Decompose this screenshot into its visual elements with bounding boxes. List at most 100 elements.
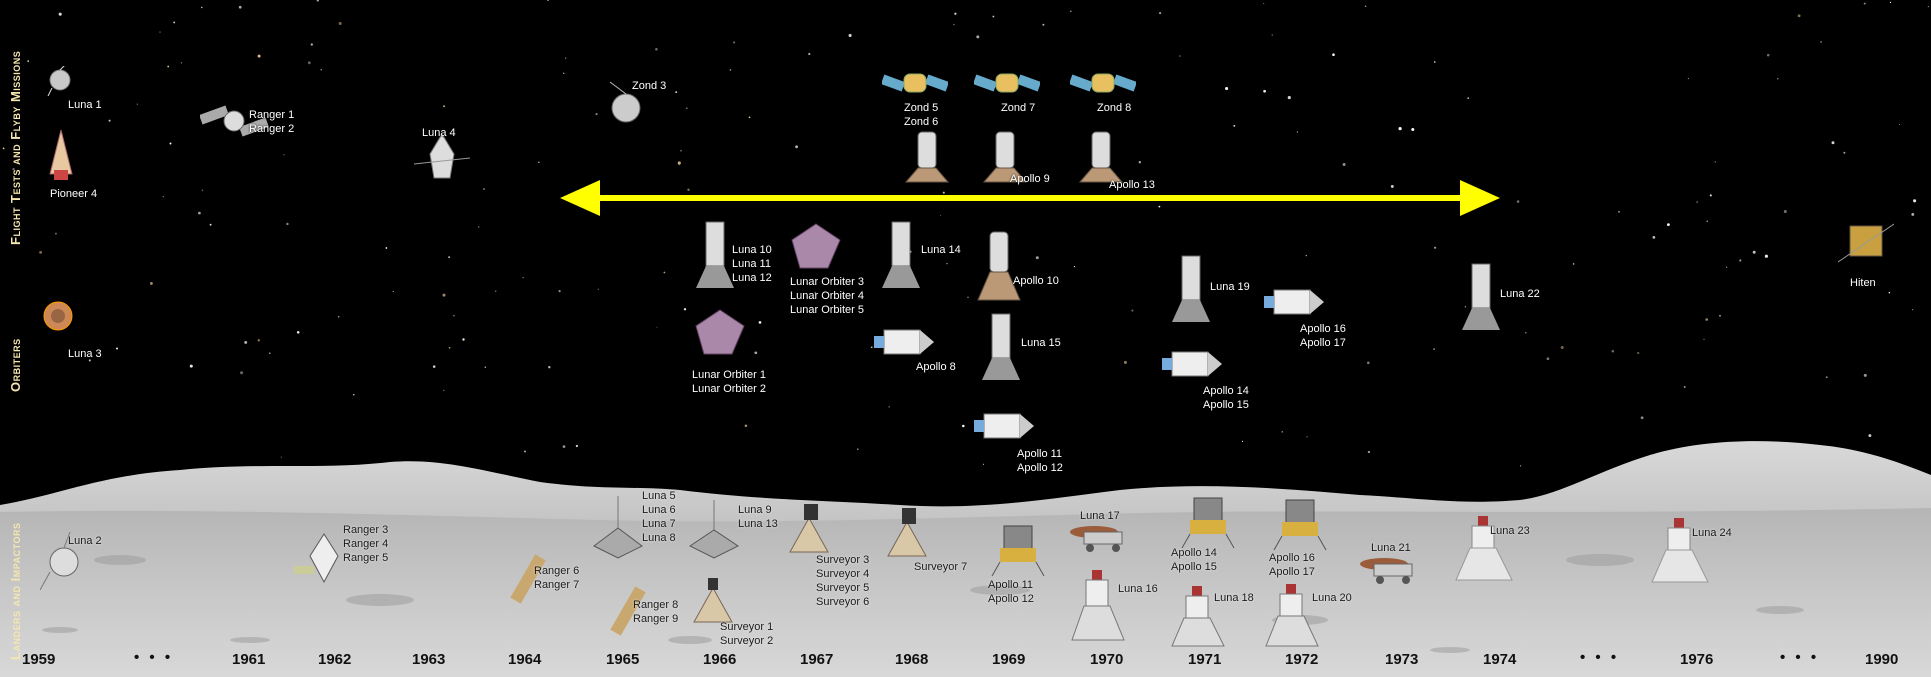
star (169, 142, 172, 145)
surveyor-1-2-spacecraft (690, 578, 736, 626)
year-label-1962: 1962 (318, 651, 352, 668)
luna-21-rover (1356, 552, 1432, 588)
star (1913, 199, 1917, 203)
star (795, 145, 798, 149)
star (283, 154, 285, 156)
star (1777, 78, 1779, 80)
star (1342, 163, 1346, 166)
luna-19-spacecraft (1166, 252, 1216, 324)
label-luna-4: Luna 4 (422, 127, 456, 139)
luna-9-13-spacecraft (686, 500, 742, 562)
star (240, 371, 244, 375)
star (1714, 161, 1717, 163)
apollo-11-12-csm-spacecraft (974, 408, 1036, 444)
label-luna-2: Luna 2 (68, 535, 102, 547)
star (257, 54, 261, 58)
star (558, 290, 561, 293)
star (1831, 141, 1835, 145)
star (88, 359, 91, 362)
star (680, 150, 682, 152)
star (1398, 127, 1402, 131)
star (976, 35, 980, 39)
star (685, 107, 688, 110)
label-apollo-13: Apollo 13 (1109, 179, 1155, 191)
star (857, 448, 859, 450)
star (1764, 254, 1768, 258)
star (1042, 23, 1045, 26)
label-apollo-9: Apollo 9 (1010, 173, 1050, 185)
star (1572, 263, 1575, 265)
star (1131, 309, 1134, 312)
label-luna-1: Luna 1 (68, 99, 102, 111)
luna-17-rover (1066, 520, 1142, 556)
star (12, 167, 15, 171)
surveyor-3-6-spacecraft (786, 504, 832, 556)
star (58, 12, 62, 16)
label-surveyor-7: Surveyor 7 (914, 561, 968, 573)
star (1519, 465, 1522, 467)
apollo-8-spacecraft (874, 324, 936, 360)
star (1752, 250, 1756, 254)
star (1820, 41, 1822, 43)
star (432, 365, 436, 368)
star (108, 119, 111, 122)
label-hiten: Hiten (1850, 277, 1876, 289)
star (173, 21, 176, 24)
apollo-16-17-csm-spacecraft (1264, 284, 1326, 320)
label-luna-18: Luna 18 (1214, 592, 1254, 604)
star (320, 69, 322, 71)
label-luna-20: Luna 20 (1312, 592, 1352, 604)
star (1705, 318, 1708, 321)
year-label-1971: 1971 (1188, 651, 1222, 668)
star (189, 364, 193, 368)
star (1911, 309, 1914, 311)
star (1287, 96, 1291, 100)
year-gap-marker: • • • (1580, 649, 1620, 666)
luna-23-spacecraft (1452, 516, 1516, 582)
star (1696, 201, 1698, 203)
star (39, 250, 43, 254)
star (675, 91, 678, 93)
star (1263, 3, 1265, 5)
star (1367, 450, 1371, 454)
star (442, 293, 446, 297)
star (1366, 361, 1370, 365)
star (2, 147, 5, 150)
category-landers-label: Landers and Impactors (8, 522, 23, 660)
star (808, 52, 811, 56)
star (149, 281, 153, 285)
star (1652, 236, 1656, 239)
star (209, 223, 212, 226)
star (1364, 5, 1367, 8)
star (677, 161, 681, 165)
star (1179, 55, 1181, 57)
star (739, 371, 742, 373)
year-label-1968: 1968 (895, 651, 929, 668)
star (983, 463, 985, 465)
flyby-lander-apollo-8-area (900, 126, 956, 188)
star (338, 21, 342, 26)
star (280, 456, 282, 458)
star (744, 424, 748, 428)
star (1703, 338, 1705, 340)
star (1898, 123, 1901, 125)
star (870, 346, 873, 349)
star (159, 31, 161, 33)
year-gap-marker: • • • (134, 649, 174, 666)
star (1332, 53, 1335, 57)
star (1611, 349, 1615, 353)
year-label-1969: 1969 (992, 651, 1026, 668)
ranger-3-4-5-spacecraft (294, 530, 354, 586)
year-label-1959: 1959 (22, 651, 56, 668)
star (307, 61, 311, 65)
zond-7-spacecraft (974, 66, 1040, 100)
star (1434, 61, 1436, 63)
star (1306, 436, 1308, 438)
star (1158, 205, 1161, 208)
